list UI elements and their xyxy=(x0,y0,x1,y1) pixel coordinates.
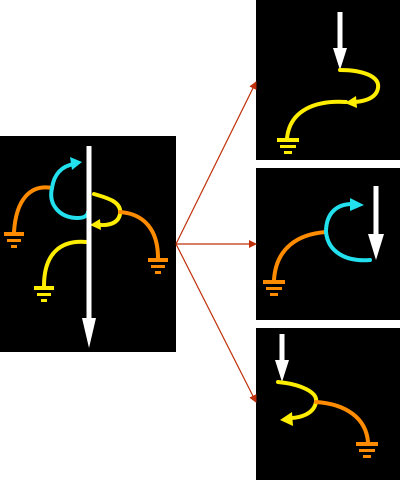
orange-left-arc xyxy=(12,185,54,234)
middle-right-panel xyxy=(256,168,400,320)
arrow-icon xyxy=(70,157,82,170)
arrow-icon xyxy=(350,198,364,211)
ground-icon xyxy=(356,442,378,458)
cyan-lower-arc xyxy=(324,230,372,263)
top-right-panel xyxy=(256,0,400,160)
arrow-icon xyxy=(90,219,101,230)
arrow-icon xyxy=(275,360,289,382)
orange-ground-arc xyxy=(272,230,328,282)
orange-ground-arc xyxy=(314,400,370,444)
connectors xyxy=(175,81,257,403)
cyan-upper-arc xyxy=(50,162,76,190)
ground-icon xyxy=(4,232,24,248)
cyan-loop xyxy=(324,202,354,234)
arrow-icon xyxy=(280,412,293,426)
ground-icon xyxy=(148,258,168,274)
ground-icon xyxy=(277,138,299,154)
connector-arrow-bottom xyxy=(175,243,257,403)
arrow-icon xyxy=(368,234,384,260)
ground-icon xyxy=(263,280,285,296)
arrow-icon xyxy=(82,318,96,348)
ground-icon xyxy=(34,286,54,302)
main-panel xyxy=(0,136,176,352)
yellow-ground-arc xyxy=(285,99,348,140)
yellow-loop xyxy=(338,68,381,104)
connector-arrow-top xyxy=(175,81,257,245)
yellow-lower-arc xyxy=(42,239,88,288)
arrow-icon xyxy=(333,48,347,70)
orange-right-arc xyxy=(118,210,160,260)
arrow-icon xyxy=(345,96,357,108)
bottom-right-panel xyxy=(256,328,400,480)
